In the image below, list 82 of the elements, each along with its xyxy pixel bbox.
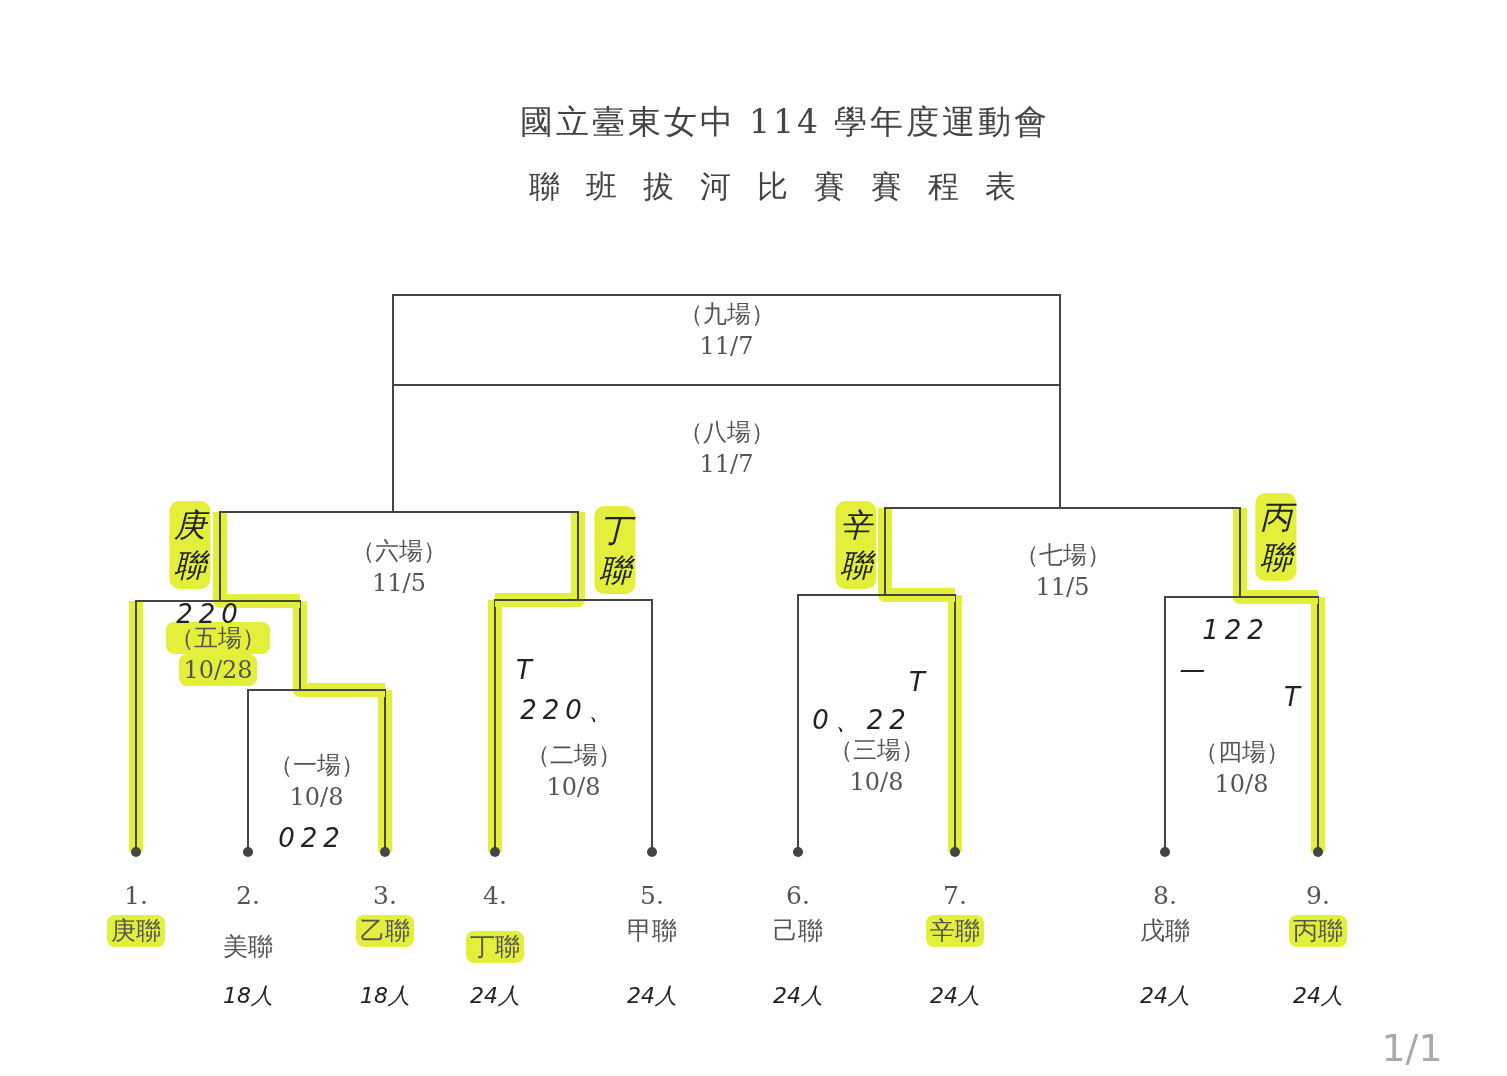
bracket-bar [219,511,579,591]
bracket-bar [797,594,956,794]
match-number: （二場） [525,740,622,771]
match-number: （六場） [351,536,447,567]
player-count: 24人 [773,982,823,1010]
tally-mark: T [516,655,538,685]
match-number: （三場） [828,735,925,766]
match-number: （一場） [268,750,365,781]
bracket-line [243,689,253,857]
bracket-line [647,599,657,857]
match-date: 10/8 [1214,769,1269,800]
match-number: （九場） [678,299,775,330]
team-name: 戊聯 [1140,915,1190,947]
team-name: 丙聯 [1289,915,1347,947]
player-count: 24人 [470,982,520,1010]
score-note: 022 [278,823,346,853]
score-note: 220、 [520,693,620,727]
highlighted-line [948,594,962,859]
bracket-bar [135,600,301,685]
bracket-line [1059,384,1061,509]
bracket-line [1160,596,1170,857]
match-date: 11/7 [699,449,754,480]
highlighted-line [129,600,143,859]
bracket-box [392,294,1061,384]
team-name: 辛聯 [926,915,984,947]
tally-mark: 一 [1177,655,1209,689]
seed-number: 6. [786,880,810,912]
match-number: （八場） [678,417,775,448]
bracket-line [392,384,394,513]
team-name: 甲聯 [627,915,677,947]
seed-number: 1. [124,880,148,912]
match-number: （五場） [166,622,270,654]
bracket-line [793,594,803,857]
player-count: 18人 [223,982,273,1010]
team-name: 乙聯 [356,915,414,947]
team-name: 庚聯 [107,915,165,947]
team-name: 美聯 [223,931,273,963]
bracket-bar [1164,596,1319,796]
highlighted-line [1233,507,1318,604]
title: 國立臺東女中 114 學年度運動會 [518,101,1052,143]
highlighted-line [878,507,955,602]
seed-number: 4. [483,880,507,912]
winner-note: 丙聯 [1255,493,1297,581]
seed-number: 9. [1306,880,1330,912]
score-note: 122 [1202,615,1270,645]
highlighted-line [378,689,392,859]
seed-number: 2. [236,880,260,912]
tally-mark: T [1284,682,1306,712]
winner-note: 辛聯 [835,501,877,589]
winner-note: 庚聯 [169,501,211,589]
player-count: 24人 [627,982,677,1010]
match-date: 11/5 [372,568,426,599]
winner-note: 丁聯 [594,506,636,594]
highlighted-line [495,511,585,607]
highlighted-line [293,600,385,697]
match-date: 10/8 [546,772,601,803]
bracket-bar [247,689,386,809]
match-number: （四場） [1193,737,1290,768]
match-date: 10/8 [289,782,344,813]
match-date: 11/5 [1035,572,1090,603]
match-number: （七場） [1014,540,1111,571]
player-count: 24人 [1140,982,1190,1010]
player-count: 24人 [1293,982,1343,1010]
highlighted-line [1311,596,1325,859]
subtitle: 聯班拔河比賽賽程表 [528,167,1042,206]
seed-number: 8. [1153,880,1177,912]
highlighted-line [213,511,300,608]
player-count: 18人 [360,982,410,1010]
team-name: 丁聯 [466,931,524,963]
score-note: 0、22 [812,703,912,737]
seed-number: 7. [943,880,967,912]
seed-number: 3. [373,880,397,912]
team-name: 己聯 [773,915,823,947]
page-number: 1/1 [1381,1026,1443,1070]
tally-mark: T [909,667,931,697]
bracket-bar [494,599,653,799]
match-date: 10/8 [849,767,904,798]
match-date: 10/28 [179,654,257,686]
highlighted-line [488,599,502,859]
player-count: 24人 [930,982,980,1010]
seed-number: 5. [640,880,664,912]
match-date: 11/7 [699,331,754,362]
